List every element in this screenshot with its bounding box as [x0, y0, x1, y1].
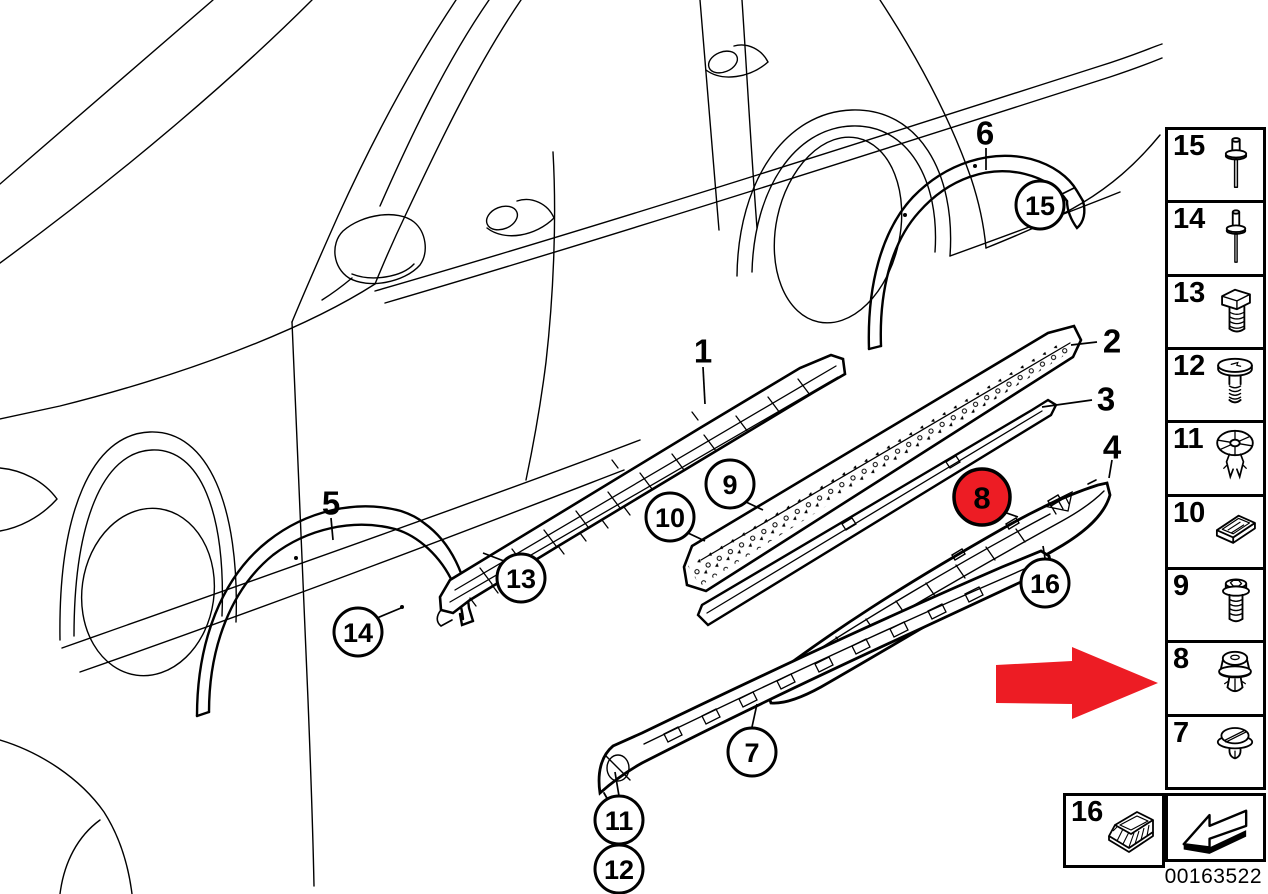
legend-number: 10	[1173, 496, 1206, 529]
circled-callouts: 7 9 10 11 12 13 14 15	[332, 179, 1071, 894]
callout-16[interactable]: 16	[1019, 557, 1071, 609]
front-door-rear-seam	[525, 151, 556, 481]
fastener-legend: 15 14 13	[1165, 127, 1266, 790]
page-turn-box[interactable]	[1165, 793, 1266, 862]
svg-text:7: 7	[744, 738, 759, 768]
callout-3[interactable]: 3	[1097, 381, 1115, 418]
part-running-board	[682, 324, 1083, 593]
belt-line-2	[384, 57, 1163, 304]
flange-screw-icon	[1222, 578, 1250, 623]
legend-item-14[interactable]: 14	[1168, 200, 1263, 273]
part-sill-carrier	[436, 353, 847, 627]
legend-number: 7	[1173, 716, 1190, 749]
a-pillar-inner	[374, 0, 522, 285]
grommet-icon	[1216, 726, 1254, 760]
spreader-clip-icon	[1216, 430, 1254, 481]
callout-10[interactable]: 10	[644, 491, 696, 543]
legend-item-15[interactable]: 15	[1168, 130, 1263, 200]
svg-text:9: 9	[722, 470, 737, 500]
legend-item-10[interactable]: 10	[1168, 493, 1263, 567]
b-pillar	[699, 0, 720, 231]
front-wheel-arch	[59, 431, 238, 677]
legend-item-12[interactable]: 12	[1168, 346, 1263, 420]
carrier-slots	[663, 586, 984, 743]
c-pillar	[879, 0, 987, 249]
support-bracket-icon	[1108, 810, 1154, 853]
legend-item-7[interactable]: 7	[1168, 713, 1263, 787]
legend-item-9[interactable]: 9	[1168, 566, 1263, 640]
blind-rivet-long-icon	[1224, 137, 1248, 189]
callout-9[interactable]: 9	[704, 458, 756, 510]
legend-number: 14	[1173, 203, 1206, 236]
part-sill-strip	[696, 398, 1058, 627]
callout-2[interactable]: 2	[1103, 323, 1121, 360]
vehicle-outline	[0, 0, 1163, 894]
legend-number: 11	[1173, 423, 1204, 456]
legend-number: 9	[1173, 569, 1190, 602]
callout-14[interactable]: 14	[332, 606, 384, 658]
legend-item-8[interactable]: 8	[1168, 640, 1263, 713]
legend-item-16[interactable]: 16	[1063, 793, 1165, 868]
svg-text:15: 15	[1025, 191, 1055, 221]
leader-lines	[330, 148, 1113, 797]
document-number: 00163522	[1164, 865, 1262, 888]
callout-5[interactable]: 5	[322, 485, 340, 522]
part-front-arch-trim	[195, 505, 475, 718]
callout-1[interactable]: 1	[694, 333, 712, 370]
legend-number: 8	[1173, 643, 1190, 676]
legend-number: 15	[1173, 130, 1206, 162]
windshield-edge	[379, 0, 490, 207]
svg-text:14: 14	[343, 618, 373, 648]
cowl-line	[0, 283, 376, 420]
svg-text:8: 8	[973, 481, 990, 516]
blind-rivet-icon	[1225, 209, 1247, 264]
rear-shoulder-line	[985, 134, 1161, 249]
front-bumper	[0, 739, 133, 894]
rocker-line-2	[79, 469, 625, 673]
callout-13[interactable]: 13	[495, 552, 547, 604]
callout-15[interactable]: 15	[1014, 179, 1066, 231]
rear-wheel-arch	[736, 109, 1121, 324]
legend-number: 16	[1071, 796, 1104, 828]
callout-7[interactable]: 7	[726, 726, 778, 778]
a-pillar-outer	[291, 0, 457, 323]
tread-perforations	[688, 342, 1070, 586]
callout-11[interactable]: 11	[593, 794, 645, 846]
front-door-handle	[485, 198, 555, 237]
hood-line-2	[0, 0, 313, 264]
svg-text:13: 13	[506, 564, 536, 594]
b-pillar-2	[741, 0, 758, 229]
callout-6[interactable]: 6	[976, 115, 994, 152]
belt-line	[374, 43, 1163, 292]
svg-text:12: 12	[604, 855, 634, 885]
rear-door-handle	[705, 44, 769, 78]
callout-8-highlighted[interactable]: 8	[952, 467, 1012, 527]
svg-text:16: 16	[1030, 569, 1060, 599]
front-bumper-2	[59, 819, 101, 894]
svg-text:10: 10	[655, 503, 685, 533]
legend-item-13[interactable]: 13	[1168, 273, 1263, 347]
legend-number: 12	[1173, 349, 1206, 382]
highlight-arrow-icon	[996, 647, 1158, 719]
legend-item-11[interactable]: 11	[1168, 420, 1263, 493]
plain-callouts: 1 2 3 4 5 6	[322, 115, 1122, 522]
washer-head-screw-icon	[1217, 357, 1253, 404]
headlight	[0, 467, 58, 532]
callout-4[interactable]: 4	[1103, 429, 1122, 466]
front-door-seam	[291, 321, 315, 887]
svg-text:11: 11	[605, 806, 634, 836]
legend-number: 13	[1173, 276, 1206, 309]
hood-line	[0, 0, 214, 185]
clamp-block-icon	[1215, 514, 1256, 544]
side-mirror	[321, 213, 426, 301]
page-turn-arrow-icon	[1182, 809, 1247, 854]
push-rivet-icon	[1218, 651, 1252, 693]
callout-12[interactable]: 12	[593, 843, 645, 894]
hex-bolt-icon	[1221, 288, 1251, 333]
